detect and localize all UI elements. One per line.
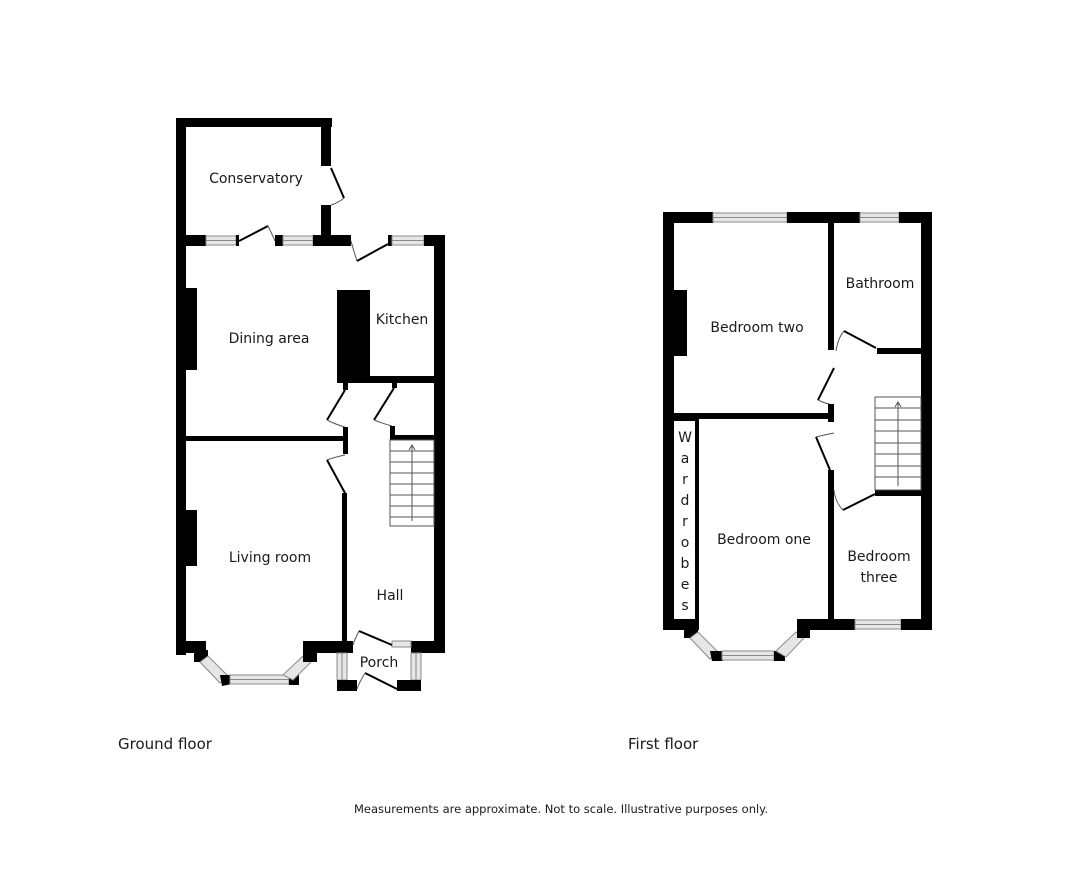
front-door <box>358 630 393 646</box>
staircase <box>874 396 922 491</box>
room-label-bedroom-one: Bedroom one <box>717 532 811 548</box>
conservatory-side-door <box>330 167 345 199</box>
svg-text:o: o <box>681 535 690 551</box>
ground-left-wall <box>176 235 186 655</box>
chimney-breast <box>186 288 197 370</box>
dining-hall-door <box>326 389 346 421</box>
conservatory-left-wall <box>176 118 186 253</box>
bathroom-door <box>843 330 877 349</box>
room-label-hall: Hall <box>377 588 404 604</box>
window <box>391 640 412 648</box>
first-right-wall <box>921 212 932 630</box>
first-left-wall <box>663 212 674 630</box>
svg-text:b: b <box>681 556 690 572</box>
ground-floor-label: Ground floor <box>118 735 213 753</box>
svg-text:r: r <box>682 472 688 488</box>
room-label-bathroom: Bathroom <box>846 276 915 292</box>
svg-text:a: a <box>681 451 690 467</box>
svg-text:r: r <box>682 514 688 530</box>
room-label-bedroom-two: Bedroom two <box>710 320 803 336</box>
kitchen-units <box>337 290 370 378</box>
conservatory-top-wall <box>176 118 332 127</box>
conservatory-right-wall-lower <box>321 205 331 243</box>
chimney-breast <box>186 510 197 566</box>
chimney-breast <box>674 290 687 356</box>
room-label-living-room: Living room <box>229 550 311 566</box>
room-label-bedroom-three: Bedroom <box>847 549 910 565</box>
cupboard-door <box>373 387 395 421</box>
staircase <box>389 439 435 527</box>
kitchen-back-door <box>356 243 389 262</box>
first-floor-label: First floor <box>628 735 699 753</box>
conservatory-door <box>238 225 269 242</box>
conservatory-right-wall-upper <box>321 118 331 166</box>
room-label-conservatory: Conservatory <box>209 171 303 187</box>
bedroom-three-door <box>842 493 876 511</box>
bedroom-two-door <box>817 367 835 401</box>
svg-text:W: W <box>678 430 692 446</box>
living-room-door <box>326 459 346 494</box>
room-label-kitchen: Kitchen <box>376 312 429 328</box>
wardrobe-partition <box>695 417 699 619</box>
ground-floor-plan: Conservatory Dining area Kitchen Living … <box>176 118 445 691</box>
svg-text:d: d <box>681 493 690 509</box>
room-label-porch: Porch <box>360 655 399 671</box>
svg-text:s: s <box>681 598 688 614</box>
room-label-dining-area: Dining area <box>229 331 310 347</box>
ground-right-wall <box>434 235 445 653</box>
disclaimer-text: Measurements are approximate. Not to sca… <box>354 802 768 816</box>
room-label-bedroom-three-line2: three <box>860 570 897 586</box>
bedroom-one-door <box>815 436 831 471</box>
porch-door <box>364 672 398 690</box>
wardrobes-label: W a r d r o b e s <box>678 430 692 614</box>
first-floor-plan: W a r d r o b e s <box>663 212 932 661</box>
svg-text:e: e <box>681 577 690 593</box>
